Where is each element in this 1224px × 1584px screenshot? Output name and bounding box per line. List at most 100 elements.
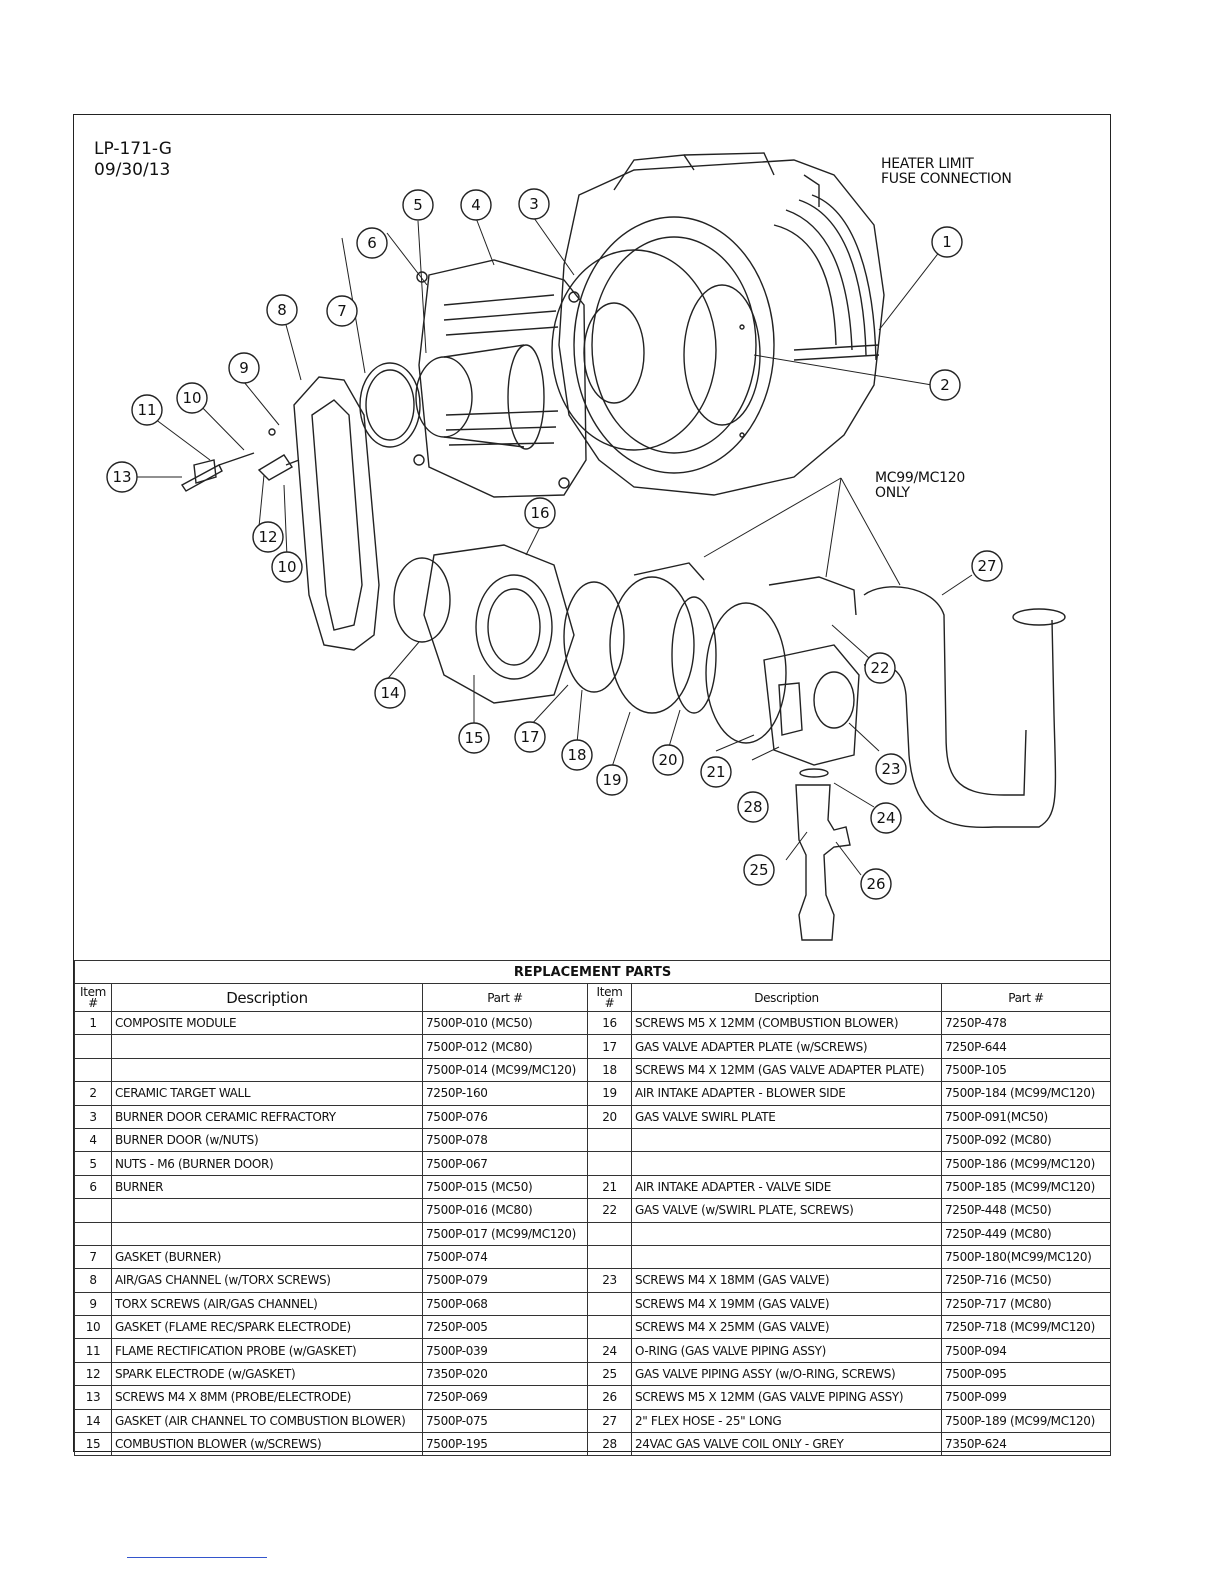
item-number-cell: 12 <box>74 1361 112 1387</box>
description-cell: SCREWS M5 X 12MM (COMBUSTION BLOWER) <box>631 1010 942 1036</box>
callout-label: 27 <box>977 557 996 575</box>
burner-gasket-inner-shape <box>365 369 415 441</box>
part-header-left: Part # <box>422 983 588 1012</box>
description-cell: AIR/GAS CHANNEL (w/TORX SCREWS) <box>111 1268 423 1293</box>
part-number-cell: 7500P-185 (MC99/MC120) <box>940 1174 1112 1200</box>
callout-label: 12 <box>258 528 277 546</box>
description-cell: GAS VALVE SWIRL PLATE <box>631 1104 942 1129</box>
air-intake-valve-side-shape <box>705 576 857 744</box>
callout-10: 10 <box>271 551 303 583</box>
burner-gasket-shape <box>359 362 421 448</box>
part-number-cell: 7500P-094 <box>940 1338 1112 1363</box>
gas-valve-piping-shape <box>795 784 851 941</box>
description-cell <box>111 1221 423 1246</box>
part-number-cell: 7250P-449 (MC80) <box>940 1221 1112 1246</box>
description-cell: FLAME RECTIFICATION PROBE (w/GASKET) <box>111 1338 423 1363</box>
description-cell <box>631 1221 942 1246</box>
callout-circle <box>743 854 775 886</box>
part-number-cell: 7250P-448 (MC50) <box>940 1198 1112 1223</box>
callout-circle <box>252 521 284 553</box>
callout-label: 22 <box>870 659 889 677</box>
description-cell: GASKET (FLAME REC/SPARK ELECTRODE) <box>111 1315 423 1340</box>
callout-23: 23 <box>875 753 907 785</box>
air-intake-blower-side-shape <box>609 562 705 714</box>
item-number-cell: 26 <box>587 1385 632 1410</box>
callout-label: 5 <box>413 196 423 214</box>
description-cell <box>111 1057 423 1083</box>
callout-21: 21 <box>700 756 732 788</box>
part-number-cell: 7500P-180(MC99/MC120) <box>940 1244 1112 1270</box>
part-number-cell: 7250P-644 <box>940 1034 1112 1059</box>
description-cell: SCREWS M4 X 12MM (GAS VALVE ADAPTER PLAT… <box>631 1057 942 1083</box>
item-number-cell: 15 <box>74 1432 112 1457</box>
callout-circle <box>700 756 732 788</box>
part-number-cell: 7500P-017 (MC99/MC120) <box>422 1221 588 1246</box>
callout-circle <box>271 551 303 583</box>
refractory-shape <box>551 249 717 451</box>
item-number-cell: 5 <box>74 1151 112 1176</box>
gas-valve-shape <box>763 644 860 766</box>
description-cell: BURNER DOOR CERAMIC REFRACTORY <box>111 1104 423 1129</box>
callout-label: 15 <box>464 729 483 747</box>
item-number-cell: 19 <box>587 1081 632 1106</box>
callout-2: 2 <box>929 369 961 401</box>
adapter-plate-shape <box>563 581 625 693</box>
callout-17: 17 <box>514 721 546 753</box>
description-cell: AIR INTAKE ADAPTER - VALVE SIDE <box>631 1174 942 1200</box>
callout-label: 17 <box>520 728 539 746</box>
heater-limit-note-line-2: FUSE CONNECTION <box>881 171 1012 187</box>
description-cell: BURNER <box>111 1174 423 1200</box>
description-cell: BURNER DOOR (w/NUTS) <box>111 1127 423 1153</box>
burner-door-shape <box>413 259 587 498</box>
callout-13: 13 <box>106 461 138 493</box>
air-gas-channel-shape <box>293 376 380 651</box>
callout-3: 3 <box>518 188 550 220</box>
callout-circle <box>514 721 546 753</box>
description-cell <box>111 1034 423 1059</box>
description-cell: 24VAC GAS VALVE COIL ONLY - GREY <box>631 1432 942 1457</box>
drawing-frame: LP-171-G 09/30/13 HEATER LIMIT FUSE CONN… <box>73 114 1112 1457</box>
callout-circle <box>106 461 138 493</box>
item-number-cell: 10 <box>74 1315 112 1340</box>
callout-circle <box>518 188 550 220</box>
callout-label: 10 <box>277 558 296 576</box>
callout-label: 14 <box>380 684 399 702</box>
part-number-cell: 7500P-076 <box>422 1104 588 1129</box>
table-title-row: REPLACEMENT PARTS <box>73 960 1112 984</box>
item-number-cell: 11 <box>74 1338 112 1363</box>
item-number-cell: 7 <box>74 1244 112 1270</box>
flex-hose-shape <box>863 586 1066 829</box>
item-number-cell: 9 <box>74 1291 112 1317</box>
item-number-cell: 3 <box>74 1104 112 1129</box>
table-header-row: Item # Description Part # Item # Descrip… <box>74 983 1112 1012</box>
description-cell: GAS VALVE PIPING ASSY (w/O-RING, SCREWS) <box>631 1361 942 1387</box>
callout-circle <box>971 550 1003 582</box>
part-number-cell: 7250P-478 <box>940 1010 1112 1036</box>
callout-25: 25 <box>743 854 775 886</box>
callout-circle <box>460 189 492 221</box>
part-number-cell: 7250P-716 (MC50) <box>940 1268 1112 1293</box>
item-number-cell <box>74 1198 112 1223</box>
callout-circle <box>929 369 961 401</box>
callout-24: 24 <box>870 802 902 834</box>
callout-label: 16 <box>530 504 549 522</box>
item-header-right: Item # <box>587 983 632 1012</box>
leader-lines <box>136 217 973 876</box>
item-number-cell: 21 <box>587 1174 632 1200</box>
document-date: 09/30/13 <box>94 160 171 180</box>
description-cell <box>111 1198 423 1223</box>
item-number-cell: 28 <box>587 1432 632 1457</box>
description-header-right: Description <box>631 983 942 1012</box>
part-number-cell: 7500P-075 <box>422 1408 588 1434</box>
ceramic-target-wall-shape <box>683 284 761 426</box>
item-number-cell: 24 <box>587 1338 632 1363</box>
callout-label: 7 <box>337 302 347 320</box>
description-cell: SCREWS M4 X 19MM (GAS VALVE) <box>631 1291 942 1317</box>
callout-11: 11 <box>131 394 163 426</box>
part-number-cell: 7250P-005 <box>422 1315 588 1340</box>
